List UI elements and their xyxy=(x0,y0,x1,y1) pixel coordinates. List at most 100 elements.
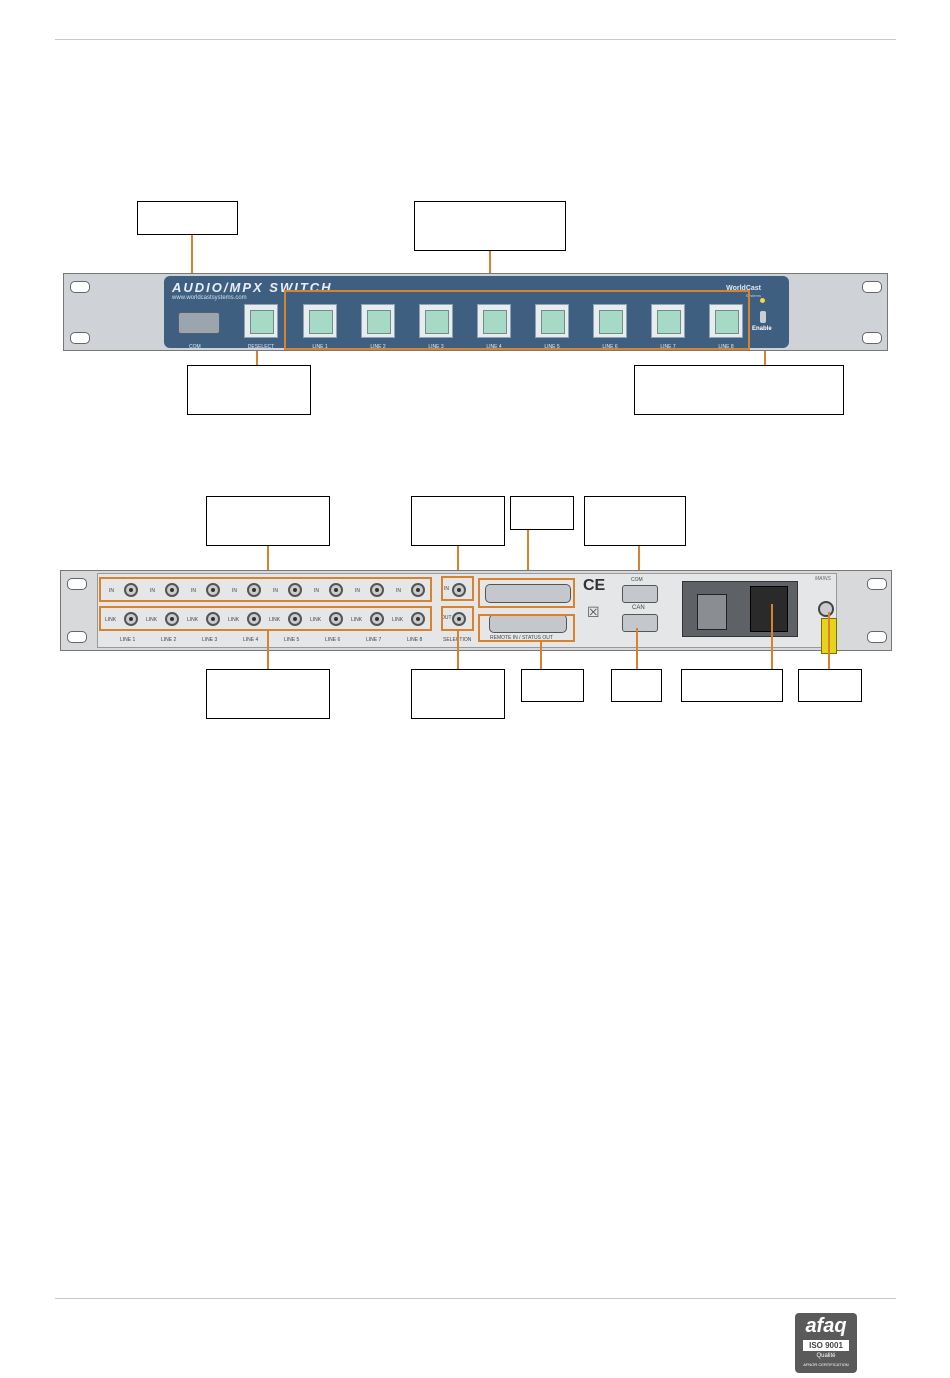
callout-selection-out xyxy=(411,669,505,719)
rack-hole xyxy=(862,281,882,293)
weee-icon: ☒ xyxy=(587,604,600,620)
brand-logo: WorldCast xyxy=(726,285,761,292)
link-label: LINK xyxy=(269,617,281,623)
in-label: IN xyxy=(273,588,278,594)
leader-mains xyxy=(771,604,773,669)
brand-sub: Systems xyxy=(745,293,761,298)
line-6-label: LINE 6 xyxy=(602,344,618,350)
selection-out-label: OUT xyxy=(441,615,452,621)
front-face: AUDIO/MPX SWITCH www.worldcastsystems.co… xyxy=(164,276,789,350)
callout-remote-bottom xyxy=(521,669,584,702)
can-connector xyxy=(622,614,658,632)
in-label: IN xyxy=(232,588,237,594)
leader-selection-in xyxy=(457,546,459,576)
bnc-link-line-7 xyxy=(370,612,384,626)
rear-line-7-label: LINE 7 xyxy=(366,637,382,643)
bnc-link-line-5 xyxy=(288,612,302,626)
line-4-label: LINE 4 xyxy=(486,344,502,350)
logo-standard: ISO 9001 xyxy=(803,1340,849,1351)
deselect-button[interactable] xyxy=(244,304,278,338)
line-1-button[interactable] xyxy=(303,304,337,338)
callout-remote-top xyxy=(510,496,574,530)
link-label: LINK xyxy=(187,617,199,623)
highlight-link-row xyxy=(99,606,432,631)
enable-label: Enable xyxy=(752,326,772,332)
bnc-in-line-7 xyxy=(370,583,384,597)
power-switch[interactable] xyxy=(697,594,727,630)
rack-hole xyxy=(867,578,887,590)
line-7-button[interactable] xyxy=(651,304,685,338)
line-6-button[interactable] xyxy=(593,304,627,338)
ce-mark: CE xyxy=(583,577,606,594)
leader-selection-out xyxy=(457,630,459,669)
in-label: IN xyxy=(150,588,155,594)
com-rear-label: COM xyxy=(631,577,643,583)
ground-terminal xyxy=(818,601,834,617)
link-label: LINK xyxy=(392,617,404,623)
header-rule xyxy=(55,39,896,40)
line-8-button[interactable] xyxy=(709,304,743,338)
in-label: IN xyxy=(109,588,114,594)
rack-hole xyxy=(862,332,882,344)
line-1-label: LINE 1 xyxy=(312,344,328,350)
logo-name: afaq xyxy=(805,1315,847,1337)
bnc-link-line-6 xyxy=(329,612,343,626)
highlight-inputs-row xyxy=(99,577,432,602)
can-label: CAN xyxy=(632,605,645,611)
link-label: LINK xyxy=(146,617,158,623)
link-label: LINK xyxy=(228,617,240,623)
bnc-in-line-3 xyxy=(206,583,220,597)
bnc-in-line-6 xyxy=(329,583,343,597)
callout-ground xyxy=(798,669,862,702)
rack-hole xyxy=(70,332,90,344)
front-panel: AUDIO/MPX SWITCH www.worldcastsystems.co… xyxy=(63,273,888,351)
link-label: LINK xyxy=(105,617,117,623)
line-2-label: LINE 2 xyxy=(370,344,386,350)
callout-mains xyxy=(681,669,783,702)
line-3-button[interactable] xyxy=(419,304,453,338)
com-rear-connector xyxy=(622,585,658,603)
selection-in-label: IN xyxy=(444,586,449,592)
bnc-in-line-5 xyxy=(288,583,302,597)
deselect-label: DESELECT xyxy=(247,344,275,350)
leader-link-outputs xyxy=(267,630,269,669)
logo-certification: AFNOR CERTIFICATION xyxy=(803,1362,849,1367)
line-7-label: LINE 7 xyxy=(660,344,676,350)
in-label: IN xyxy=(314,588,319,594)
rack-hole xyxy=(67,578,87,590)
callout-com-port xyxy=(137,201,238,235)
callout-deselect xyxy=(187,365,311,415)
rear-line-5-label: LINE 5 xyxy=(284,637,300,643)
logo-quality: Qualité xyxy=(816,1353,836,1359)
bnc-selection-out xyxy=(452,612,466,626)
highlight-status-out xyxy=(478,614,575,642)
line-8-label: LINE 8 xyxy=(718,344,734,350)
line-2-button[interactable] xyxy=(361,304,395,338)
rear-line-1-label: LINE 1 xyxy=(120,637,136,643)
bnc-link-line-4 xyxy=(247,612,261,626)
com-label: COM xyxy=(189,344,201,350)
rack-hole xyxy=(67,631,87,643)
leader-line-inputs xyxy=(267,546,269,578)
bnc-in-line-4 xyxy=(247,583,261,597)
bnc-link-line-1 xyxy=(124,612,138,626)
bnc-link-line-8 xyxy=(411,612,425,626)
remote-status-label: REMOTE IN / STATUS OUT xyxy=(490,635,553,641)
in-label: IN xyxy=(191,588,196,594)
enable-switch[interactable] xyxy=(760,311,766,323)
leader-com-rear xyxy=(638,546,640,582)
callout-line-inputs xyxy=(206,496,330,546)
rack-hole xyxy=(70,281,90,293)
bnc-in-line-8 xyxy=(411,583,425,597)
leader-remote-bottom xyxy=(540,642,542,669)
in-label: IN xyxy=(396,588,401,594)
callout-link-outputs xyxy=(206,669,330,719)
callout-selection-in xyxy=(411,496,505,546)
leader-remote-top xyxy=(527,530,529,580)
link-label: LINK xyxy=(310,617,322,623)
line-5-button[interactable] xyxy=(535,304,569,338)
bnc-in-line-2 xyxy=(165,583,179,597)
line-4-button[interactable] xyxy=(477,304,511,338)
device-website: www.worldcastsystems.com xyxy=(172,295,247,301)
rear-line-8-label: LINE 8 xyxy=(407,637,423,643)
